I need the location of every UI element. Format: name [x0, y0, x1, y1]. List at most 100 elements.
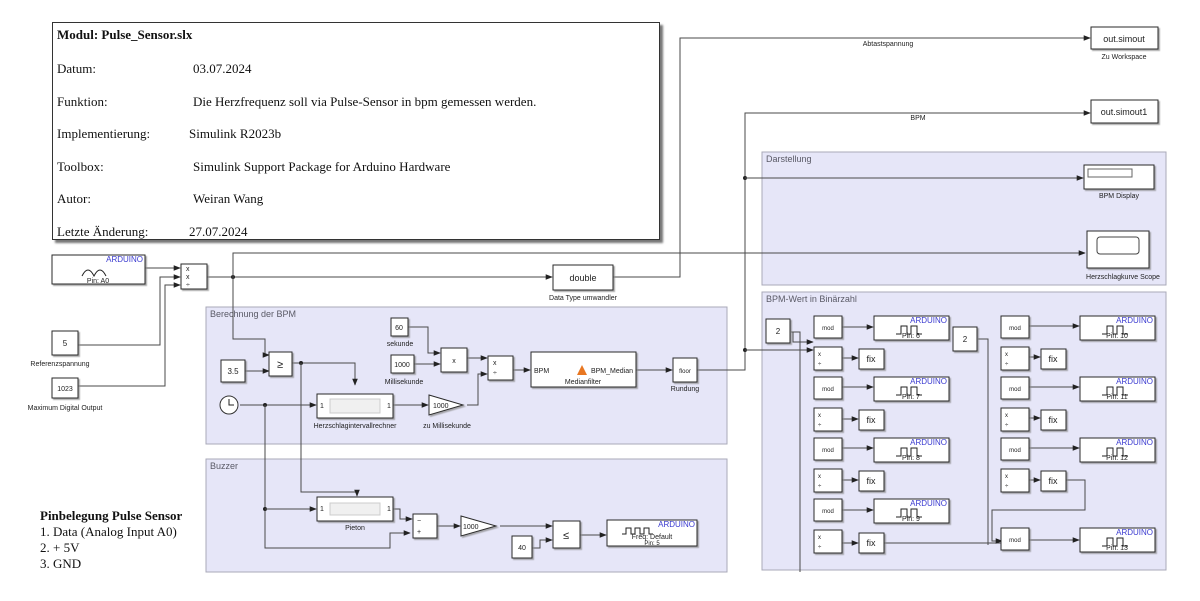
lte-operator: ≤: [563, 530, 569, 542]
median-filter-block[interactable]: BPM BPM_Median Medianfilter: [530, 351, 637, 388]
fix-block[interactable]: fix: [858, 470, 885, 492]
gain-ms-block[interactable]: 1000 zu Millisekunde: [423, 394, 471, 430]
arduino-brand: ARDUINO: [910, 438, 947, 447]
fix-block[interactable]: fix: [1040, 409, 1067, 431]
sum-block[interactable]: − +: [412, 513, 438, 539]
product-block[interactable]: x x ÷: [180, 263, 208, 290]
area-buzzer-title: Buzzer: [210, 461, 238, 471]
divide-port-1: x: [818, 413, 821, 419]
mod-label: mod: [822, 387, 834, 393]
digital-out-block[interactable]: ARDUINO Pin: 7: [873, 376, 950, 402]
to-workspace-block-2[interactable]: out.simout1: [1090, 99, 1159, 124]
divide-block[interactable]: x ÷: [487, 355, 514, 381]
divide-block[interactable]: x÷: [813, 529, 843, 554]
pieton-in-port: 1: [320, 506, 324, 513]
divide-block[interactable]: x÷: [1000, 468, 1030, 493]
data-type-label: Data Type umwandler: [549, 295, 618, 302]
pulse-icon: [1102, 447, 1128, 457]
fix-block[interactable]: fix: [858, 532, 885, 554]
mod-block[interactable]: mod: [1000, 376, 1030, 400]
digital-out-block[interactable]: ARDUINO Pin: 8: [873, 437, 950, 463]
fix-label: fix: [867, 354, 877, 364]
arduino-brand: ARDUINO: [910, 377, 947, 386]
mod-block[interactable]: mod: [813, 376, 843, 400]
pin-label: Pin: 13: [1106, 545, 1128, 552]
compare-block[interactable]: ≥: [268, 351, 293, 377]
clock-block[interactable]: [219, 395, 239, 415]
data-type-converter-block[interactable]: double Data Type umwandler: [549, 264, 618, 302]
mult-block[interactable]: x: [440, 347, 468, 373]
divide-block[interactable]: x÷: [813, 468, 843, 493]
bpm-display-label: BPM Display: [1099, 193, 1140, 200]
mod-block[interactable]: mod: [813, 315, 843, 339]
fix-label: fix: [867, 476, 877, 486]
lte-compare-block[interactable]: ≤: [552, 520, 581, 549]
pieton-label: Pieton: [345, 525, 365, 532]
pin-label: Pin: 7: [902, 394, 920, 401]
fix-block[interactable]: fix: [858, 348, 885, 370]
pin-label: Pin: 9: [902, 516, 920, 523]
const-2-left[interactable]: 2: [765, 318, 791, 344]
arduino-brand: ARDUINO: [1116, 316, 1153, 325]
area-bpm-calc[interactable]: Berechnung der BPM: [205, 306, 728, 445]
divide-port-2: ÷: [818, 484, 822, 490]
divide-port-2: ÷: [818, 423, 822, 429]
digital-out-block[interactable]: ARDUINO Pin: 9: [873, 498, 950, 524]
area-binary-title: BPM-Wert in Binärzahl: [766, 294, 857, 304]
arduino-brand: ARDUINO: [910, 499, 947, 508]
signal-lines: Abtastspannung BPM: [78, 35, 1091, 572]
mod-label: mod: [1009, 326, 1021, 332]
mod-block[interactable]: mod: [1000, 527, 1030, 551]
floor-block[interactable]: floor Rundung: [671, 357, 700, 393]
mod-block[interactable]: mod: [813, 437, 843, 461]
mod-label: mod: [1009, 387, 1021, 393]
divide-block[interactable]: x÷: [1000, 346, 1030, 371]
area-buzzer[interactable]: Buzzer: [205, 458, 728, 573]
scope-block[interactable]: Herzschlagkurve Scope: [1086, 230, 1160, 281]
interval-subsystem-block[interactable]: 1 1 Herzschlagintervallrechner: [314, 393, 398, 430]
divide-block[interactable]: x÷: [1000, 407, 1030, 432]
const-40-block[interactable]: 40: [511, 535, 533, 559]
divide-block[interactable]: x÷: [813, 346, 843, 371]
fix-block[interactable]: fix: [858, 409, 885, 431]
pieton-subsystem-block[interactable]: 1 1 Pieton: [316, 496, 394, 532]
divide-port-1: x: [818, 535, 821, 541]
divide-block[interactable]: x÷: [813, 407, 843, 432]
mod-block[interactable]: mod: [1000, 315, 1030, 339]
info-label: Implementierung:: [57, 126, 151, 141]
info-label: Funktion:: [57, 93, 108, 109]
sec-const-block[interactable]: 60 sekunde: [387, 317, 414, 348]
pwm-pin5-block[interactable]: ARDUINO Freq: Default Pin: 5: [606, 519, 698, 547]
max-digital-block[interactable]: 1023 Maximum Digital Output: [28, 377, 103, 412]
bpm-display-block[interactable]: BPM Display: [1083, 164, 1155, 200]
ms-const-block[interactable]: 1000 Millisekunde: [385, 354, 424, 386]
const-2-right[interactable]: 2: [952, 326, 978, 352]
ref-voltage-value: 5: [63, 339, 68, 348]
pinout-notes: Pinbelegung Pulse Sensor 1. Data (Analog…: [40, 508, 182, 572]
pulse-icon: [1102, 386, 1128, 396]
threshold-const-block[interactable]: 3.5: [220, 359, 246, 383]
pin-label: Pin: 8: [902, 455, 920, 462]
pulse-icon: [896, 386, 922, 396]
buzzer-gain-block[interactable]: 1000: [460, 515, 498, 537]
gain-ms-value: 1000: [433, 403, 449, 410]
analog-input-block[interactable]: ARDUINO Pin: A0: [51, 254, 146, 285]
info-value: 27.07.2024: [189, 223, 248, 239]
fix-block[interactable]: fix: [1040, 348, 1067, 370]
fix-block[interactable]: fix: [1040, 470, 1067, 492]
ref-voltage-block[interactable]: 5 Referenzspannung: [30, 330, 90, 368]
analog-input-pin: Pin: A0: [87, 278, 109, 285]
mod-block[interactable]: mod: [813, 498, 843, 522]
interval-label: Herzschlagintervallrechner: [314, 423, 398, 430]
to-workspace-block-1[interactable]: out.simout Zu Workspace: [1090, 26, 1159, 61]
mod-block[interactable]: mod: [1000, 437, 1030, 461]
info-value: Simulink R2023b: [189, 126, 282, 141]
signal-label-abtastspannung: Abtastspannung: [863, 41, 914, 48]
pwm-wave-icon: [622, 527, 653, 535]
